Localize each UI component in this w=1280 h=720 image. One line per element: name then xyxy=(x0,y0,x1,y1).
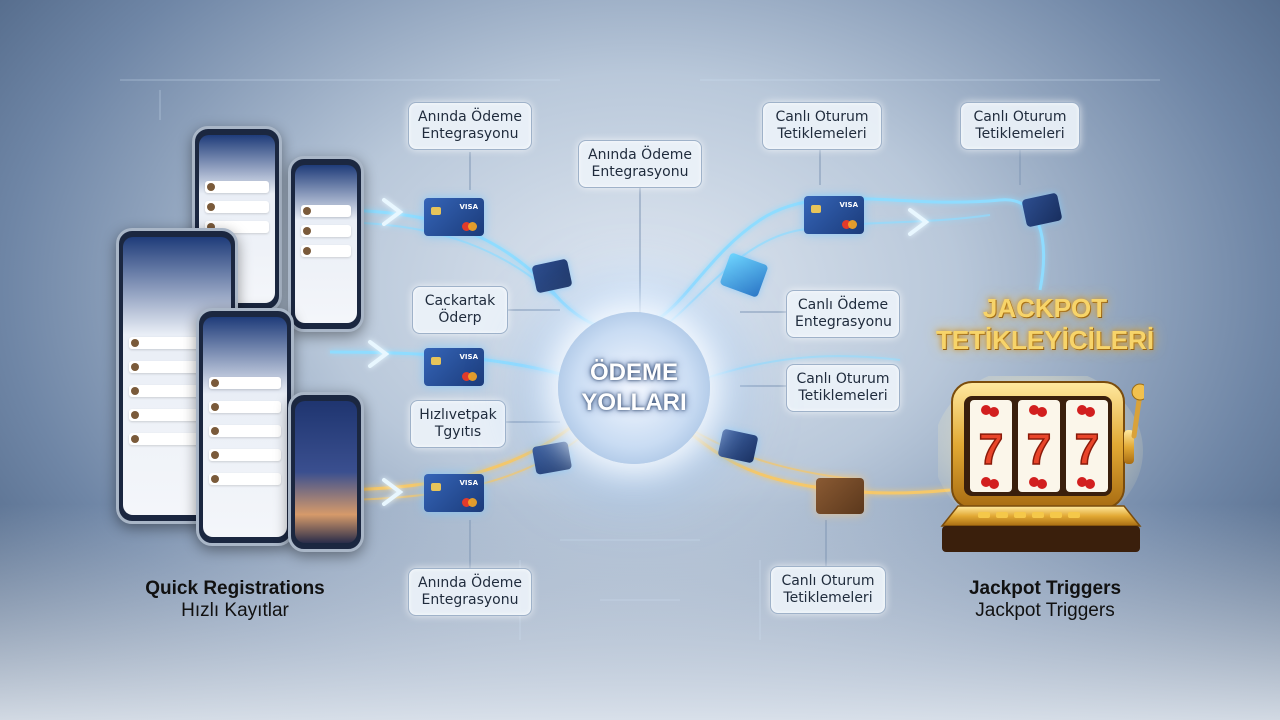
tag-line: Canlı Oturum xyxy=(781,573,875,589)
reel-symbol: 7 xyxy=(1075,425,1099,474)
left-caption-subtitle: Hızlı Kayıtlar xyxy=(181,600,289,621)
slot-machine-icon: 7 7 7 xyxy=(938,376,1144,552)
phone-front-right xyxy=(288,392,364,552)
tag-line: Entegrasyonu xyxy=(421,126,519,142)
phone-front-middle xyxy=(196,308,294,546)
hub-line-2: YOLLARI xyxy=(581,389,687,416)
tag-line: Entegrasyonu xyxy=(795,314,892,330)
tag-line: Anında Ödeme xyxy=(418,575,522,591)
tag-line: Tgyıtıs xyxy=(434,424,482,440)
right-caption: Jackpot Triggers Jackpot Triggers xyxy=(920,578,1170,622)
tag-line: Tetiklemeleri xyxy=(777,126,867,142)
hub-line-1: ÖDEME xyxy=(589,359,678,386)
tag-line: Hızlıvetpak xyxy=(419,407,497,423)
tag-line: Cackartak xyxy=(424,293,496,309)
tag-line: Öderp xyxy=(438,310,482,326)
phone-screen xyxy=(203,317,287,537)
left-caption: Quick Registrations Hızlı Kayıtlar xyxy=(110,578,360,622)
jackpot-title-line-1: JACKPOT xyxy=(982,293,1108,323)
tag-line: Canlı Oturum xyxy=(796,371,890,387)
phone-screen xyxy=(295,165,357,323)
jackpot-title: JACKPOT TETİKLEYİCİLERİ xyxy=(920,292,1170,356)
tag-line: Tetiklemeleri xyxy=(798,388,888,404)
reel-symbol: 7 xyxy=(979,425,1003,474)
card-icon: VISA xyxy=(804,196,864,234)
card-icon: VISA xyxy=(424,348,484,386)
tag-line: Entegrasyonu xyxy=(591,164,689,180)
left-caption-title: Quick Registrations xyxy=(145,578,325,599)
tag-line: Canlı Oturum xyxy=(973,109,1067,125)
tag-line: Canlı Oturum xyxy=(775,109,869,125)
tag-line: Canlı Ödeme xyxy=(797,297,889,313)
right-caption-title: Jackpot Triggers xyxy=(968,578,1122,599)
wallet-brown-icon xyxy=(816,478,864,514)
card-icon: VISA xyxy=(424,474,484,512)
tag-line: Entegrasyonu xyxy=(421,592,519,608)
tag-line: Anında Ödeme xyxy=(588,147,692,163)
tag-line: Anında Ödeme xyxy=(418,109,522,125)
phone-screen xyxy=(295,401,357,543)
payment-paths-hub: ÖDEME YOLLARI xyxy=(558,312,710,464)
tag-line: Tetiklemeleri xyxy=(783,590,873,606)
right-caption-subtitle: Jackpot Triggers xyxy=(975,600,1115,621)
card-icon: VISA xyxy=(424,198,484,236)
jackpot-title-line-2: TETİKLEYİCİLERİ xyxy=(935,325,1155,355)
reel-symbol: 7 xyxy=(1027,425,1051,474)
tag-line: Tetiklemeleri xyxy=(975,126,1065,142)
phone-back-right xyxy=(288,156,364,332)
